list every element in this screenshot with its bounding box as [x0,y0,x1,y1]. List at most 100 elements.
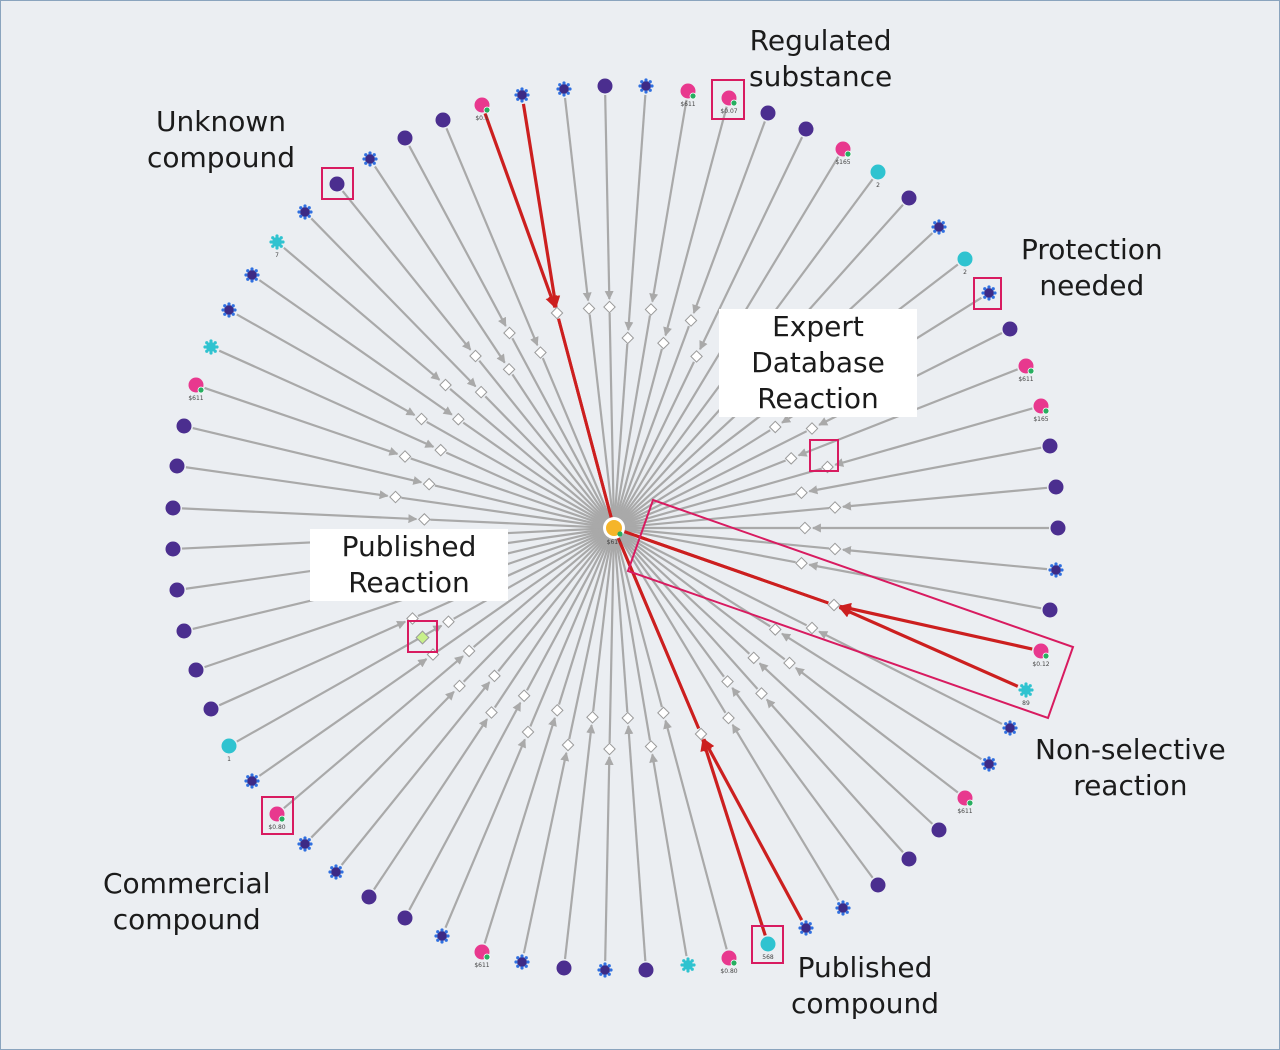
edge-56 [236,313,416,417]
callout-non-selective-line2: reaction [1073,769,1188,802]
star-node-ray-56-2 [227,314,231,318]
compound-node-8 [901,190,917,206]
edge-51 [181,507,418,524]
edge-to-target-25 [619,532,751,655]
star-node-ray-21-1 [1028,692,1032,696]
edge-57 [258,279,453,416]
callout-published-reaction: Published Reaction [310,529,508,601]
callout-published-reaction-line1: Published [341,530,477,563]
star-node-ray-44-2 [250,785,254,789]
star-node-ray-44-3 [246,783,250,787]
route-reaction-diamond-1 [827,598,841,612]
box-expert-reaction [809,439,839,472]
edge-to-target-31 [615,535,663,708]
commercial-check-icon-64 [483,106,491,114]
star-node-ray-56-1 [231,312,235,316]
star-node-ray-38-3 [436,938,440,942]
edge-35 [563,724,596,960]
edge-to-target-5 [616,361,695,522]
route-edge-30 [700,738,767,936]
edge-to-target-9 [619,401,751,524]
star-node-ray-29-5 [800,922,804,926]
compound-node-39 [397,910,413,926]
reaction-diamond-18 [828,542,842,556]
star-node-ray-42-1 [307,846,311,850]
edge-to-target-4 [615,325,690,521]
star-node-ray-44-5 [246,775,250,779]
edge-to-target-12 [620,430,808,526]
star-node-ray-57-3 [246,277,250,281]
star-node-ray-61-2 [368,163,372,167]
edge-22 [818,630,1003,725]
commercial-check-icon-13 [1027,367,1035,375]
star-node-ray-65-6 [520,87,524,91]
star-node-ray-18-7 [1058,564,1062,568]
box-published-compound [751,925,784,964]
price-label-54: $611 [188,395,203,402]
callout-published-reaction-line2: Reaction [348,566,470,599]
star-node-18 [1051,565,1061,575]
star-node-ray-9-1 [941,229,945,233]
edge-27 [731,687,874,879]
star-node-ray-23-7 [991,758,995,762]
star-node-ray-29-3 [800,930,804,934]
edge-to-target-57 [462,421,609,525]
star-node-ray-32-0 [692,963,696,967]
edge-to-target-55 [445,451,608,526]
star-node-32 [683,960,693,970]
star-node-ray-65-3 [516,97,520,101]
star-node-ray-1-6 [644,78,648,82]
star-node-ray-61-4 [362,157,366,161]
reaction-diamond-5 [690,350,703,363]
callout-expert-database-reaction: Expert Database Reaction [719,309,917,417]
reaction-diamond-0 [603,300,616,314]
edge-to-target-40 [493,534,611,709]
star-node-ray-23-5 [983,758,987,762]
star-node-ray-55-6 [209,339,213,343]
star-node-ray-61-6 [368,151,372,155]
star-node-ray-36-7 [524,956,528,960]
commercial-check-icon-6 [844,150,852,158]
edge-to-target-36 [568,535,614,740]
edge-to-target-46 [417,530,608,618]
star-node-ray-18-0 [1060,568,1064,572]
commercial-check-icon-20 [1042,652,1050,660]
star-node-ray-1-0 [650,84,654,88]
star-node-ray-29-6 [804,920,808,924]
compound-node-26 [901,851,917,867]
edge-to-target-61 [511,373,611,522]
edge-to-target-19 [621,528,796,564]
star-node-59 [300,207,310,217]
star-node-ray-23-2 [987,768,991,772]
star-node-ray-29-7 [808,922,812,926]
edge-19 [808,561,1042,610]
star-node-ray-22-1 [1012,730,1016,734]
star-node-ray-58-1 [279,244,283,248]
star-node-ray-56-6 [227,302,231,306]
callout-regulated-substance: Regulated substance [749,23,892,95]
reaction-diamond-55 [434,443,448,457]
edge-to-target-45 [453,530,608,620]
edge-4 [692,121,766,314]
star-node-ray-65-2 [520,99,524,103]
star-node-ray-61-7 [372,153,376,157]
star-node-23 [984,759,994,769]
star-node-ray-36-2 [520,966,524,970]
edge-to-target-16 [621,506,830,529]
star-node-ray-36-4 [514,960,518,964]
star-node-ray-42-6 [303,836,307,840]
edge-39 [408,701,522,911]
price-label-45: 1 [227,756,231,763]
star-node-ray-28-6 [841,900,845,904]
star-node-ray-9-3 [933,229,937,233]
callout-published-compound-line1: Published [797,951,933,984]
star-node-ray-56-5 [223,304,227,308]
route-reaction-diamond-2 [694,727,708,741]
star-node-22 [1005,723,1015,733]
reaction-diamond-14 [821,460,834,474]
price-label-43: $0.80 [268,824,285,831]
star-node-ray-21-3 [1020,692,1024,696]
edge-to-target-6 [617,343,727,522]
star-node-58 [272,237,282,247]
reaction-diamond-22 [805,621,819,635]
